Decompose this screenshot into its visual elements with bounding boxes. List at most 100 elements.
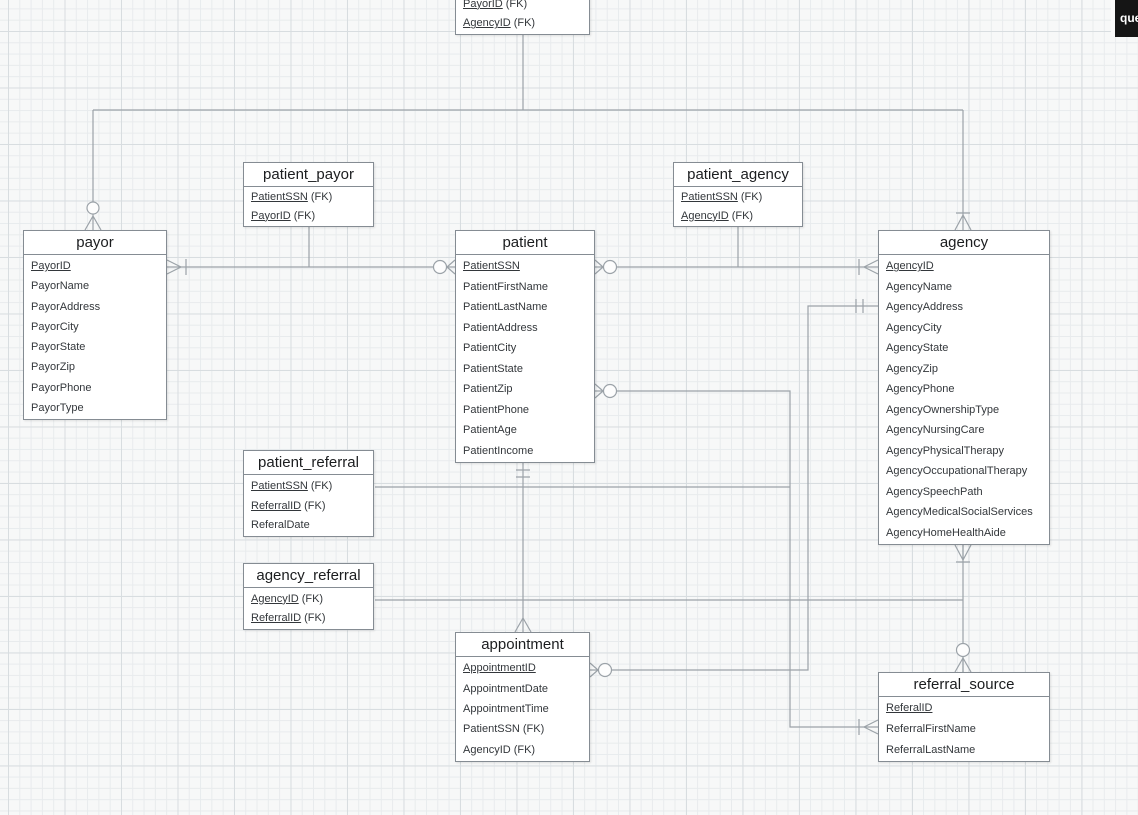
field-name: PatientSSN [681,191,738,204]
field-name: AgencyOccupationalTherapy [886,465,1028,478]
entity-fields: PatientSSN(FK)ReferralID(FK)ReferalDate [244,475,373,536]
field-fk-suffix: (FK) [310,191,333,204]
field-row: PayorType [24,398,166,418]
field-name: PatientSSN [463,723,520,736]
relationship-patient-appointment[interactable] [514,463,532,633]
field-fk-suffix: (FK) [513,743,536,756]
field-row: AgencyID(FK) [244,589,373,609]
field-name: ReferalID [886,702,933,715]
field-row: AgencyZip [879,359,1049,380]
entity-fields: PayorID(FK)AgencyID(FK) [456,0,589,34]
zero-or-many-icon [432,259,456,275]
relationship-payor-patient[interactable] [166,227,456,275]
field-row: PatientSSN [456,256,594,277]
field-row: PatientIncome [456,441,594,462]
field-name: AgencyName [886,280,953,293]
field-name: AppointmentTime [463,703,549,716]
field-fk-suffix: (FK) [522,723,545,736]
relationship-payor-agency[interactable] [84,35,972,231]
field-name: AgencyOwnershipType [886,403,1000,416]
field-row: ReferralFirstName [879,719,1049,740]
field-row: PatientSSN(FK) [456,719,589,739]
field-row: AgencyPhysicalTherapy [879,441,1049,462]
field-fk-suffix: (FK) [513,17,536,30]
field-name: AgencyCity [886,321,942,334]
field-name: ReferralID [251,612,302,625]
relationship-patient-referral-source[interactable] [375,383,879,735]
relationship-agency-referral-source[interactable] [375,544,972,673]
field-fk-suffix: (FK) [310,479,333,492]
entity-payor-agency-partial[interactable]: PayorID(FK)AgencyID(FK) [455,0,590,35]
field-fk-suffix: (FK) [301,592,324,605]
field-name: PatientLastName [463,301,548,314]
field-name: AgencyID [463,17,511,30]
field-row: PatientSSN(FK) [674,188,802,207]
field-name: AgencyNursingCare [886,424,985,437]
field-row: AgencyID(FK) [674,207,802,226]
entity-patient-agency[interactable]: patient_agency PatientSSN(FK)AgencyID(FK… [673,162,803,227]
one-or-many-icon [858,719,879,735]
field-row: AgencyMedicalSocialServices [879,502,1049,523]
truncated-toolbar-button[interactable]: que [1111,0,1138,37]
zero-or-many-icon [954,642,972,673]
field-name: PayorID [31,260,71,273]
field-row: AgencySpeechPath [879,482,1049,503]
field-name: AppointmentID [463,662,536,675]
field-name: PayorName [31,280,90,293]
zero-or-many-icon [84,201,102,231]
field-row: ReferalDate [244,515,373,535]
entity-patient-referral[interactable]: patient_referral PatientSSN(FK) ReferralI… [243,450,374,537]
field-row: AppointmentID [456,658,589,678]
field-name: PatientSSN [251,191,308,204]
field-row: PayorAddress [24,297,166,317]
entity-title: patient_payor [244,163,373,187]
relationship-agency-appointment[interactable] [589,299,878,678]
field-row: AppointmentTime [456,699,589,719]
relationship-patient-agency[interactable] [594,227,879,275]
entity-fields: PatientSSN(FK)PayorID(FK) [244,187,373,226]
entity-patient-payor[interactable]: patient_payor PatientSSN(FK)PayorID(FK) [243,162,374,227]
field-row: PayorPhone [24,378,166,398]
field-name: AgencyPhysicalTherapy [886,444,1005,457]
field-name: AgencyID [463,743,511,756]
field-fk-suffix: (FK) [505,0,528,10]
field-name: PatientAddress [463,321,538,334]
field-row: ReferralLastName [879,739,1049,760]
field-row: PatientSSN(FK) [244,188,373,207]
field-fk-suffix: (FK) [740,191,763,204]
field-name: PayorCity [31,320,79,333]
field-row: AgencyName [879,277,1049,298]
field-name: ReferralID [251,499,302,512]
one-or-many-icon [166,259,187,275]
one-or-many-icon [954,212,972,231]
entity-fields: PatientSSN(FK)AgencyID(FK) [674,187,802,226]
field-name: ReferalDate [251,519,310,532]
field-name: PatientPhone [463,403,530,416]
field-name: AgencyPhone [886,383,955,396]
zero-or-many-icon [594,259,618,275]
field-name: PatientSSN [251,479,308,492]
field-name: AgencyID [886,260,934,273]
exactly-one-icon [516,469,530,478]
field-name: AppointmentDate [463,682,548,695]
field-row: AgencyOwnershipType [879,400,1049,421]
field-name: PatientFirstName [463,280,548,293]
field-name: AgencyHomeHealthAide [886,526,1006,539]
field-row: PayorID [24,256,166,276]
entity-agency-referral[interactable]: agency_referral AgencyID(FK)ReferralID(F… [243,563,374,630]
field-row: PayorZip [24,357,166,377]
field-row: AgencyID(FK) [456,14,589,34]
entity-title: patient_referral [244,451,373,475]
field-name: PatientSSN [463,260,520,273]
